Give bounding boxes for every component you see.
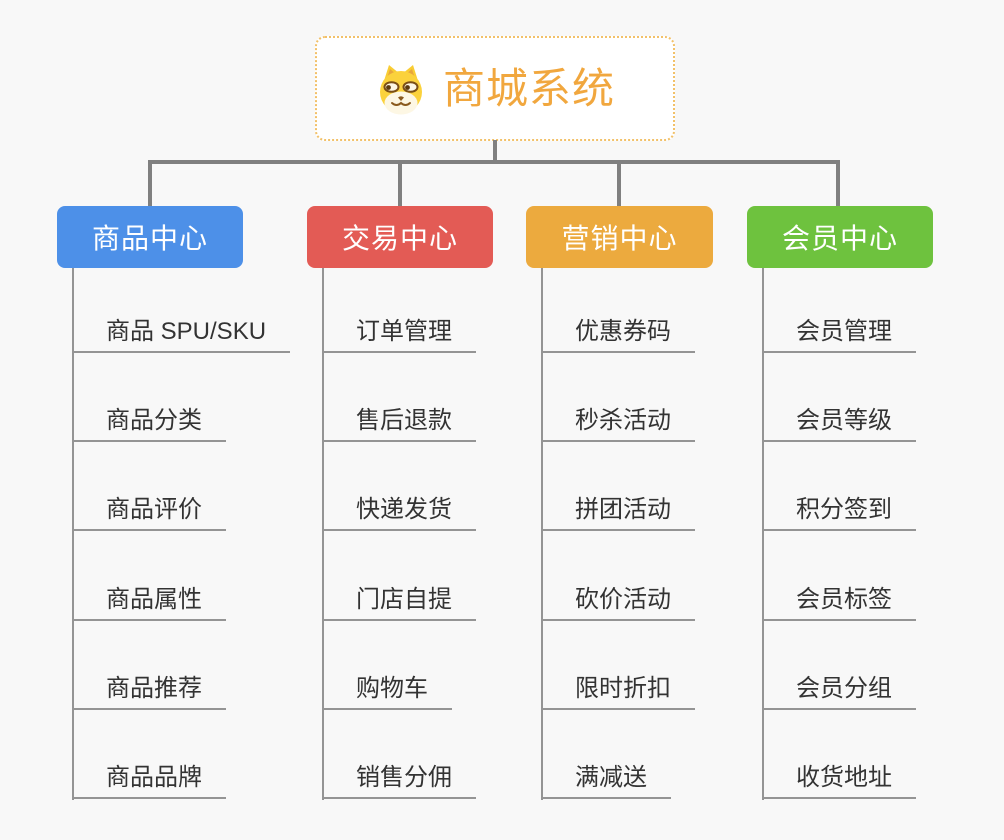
leaf-node[interactable]: 限时折扣 <box>541 660 695 710</box>
branch-node-product-center[interactable]: 商品中心 <box>57 206 243 268</box>
leaf-node[interactable]: 门店自提 <box>322 571 476 621</box>
connector-drop-product <box>148 160 152 207</box>
leaf-node[interactable]: 会员标签 <box>762 571 916 621</box>
leaf-node[interactable]: 销售分佣 <box>322 749 476 799</box>
spine-marketing-center <box>541 268 543 800</box>
branch-node-member-center[interactable]: 会员中心 <box>747 206 933 268</box>
leaf-node[interactable]: 会员等级 <box>762 392 916 442</box>
connector-root-vertical <box>493 140 497 161</box>
leaf-node[interactable]: 商品推荐 <box>72 660 226 710</box>
leaf-node[interactable]: 收货地址 <box>762 749 916 799</box>
leaf-node[interactable]: 购物车 <box>322 660 452 710</box>
root-title: 商城系统 <box>442 64 615 112</box>
leaf-node[interactable]: 商品 SPU/SKU <box>72 303 291 353</box>
spine-product-center <box>72 268 74 800</box>
leaf-node[interactable]: 售后退款 <box>322 392 476 442</box>
leaf-node[interactable]: 商品评价 <box>72 481 226 531</box>
connector-drop-marketing <box>617 160 621 207</box>
dog-face-icon <box>379 64 422 114</box>
branch-node-trade-center[interactable]: 交易中心 <box>307 206 493 268</box>
leaf-node[interactable]: 拼团活动 <box>541 481 695 531</box>
leaf-node[interactable]: 满减送 <box>541 749 671 799</box>
leaf-node[interactable]: 订单管理 <box>322 303 476 353</box>
leaf-node[interactable]: 会员管理 <box>762 303 916 353</box>
branch-node-marketing-center[interactable]: 营销中心 <box>526 206 713 268</box>
connector-trunk-horizontal <box>148 160 840 164</box>
connector-drop-member <box>836 160 840 207</box>
leaf-node[interactable]: 商品分类 <box>72 392 226 442</box>
leaf-node[interactable]: 商品属性 <box>72 571 226 621</box>
spine-trade-center <box>322 268 324 800</box>
leaf-node[interactable]: 商品品牌 <box>72 749 226 799</box>
leaf-node[interactable]: 积分签到 <box>762 481 916 531</box>
leaf-node[interactable]: 秒杀活动 <box>541 392 695 442</box>
root-node-mall-system[interactable]: 商城系统 <box>315 36 675 141</box>
connector-drop-trade <box>398 160 402 207</box>
leaf-node[interactable]: 会员分组 <box>762 660 916 710</box>
leaf-node[interactable]: 快递发货 <box>322 481 476 531</box>
spine-member-center <box>762 268 764 800</box>
leaf-node[interactable]: 优惠券码 <box>541 303 695 353</box>
leaf-node[interactable]: 砍价活动 <box>541 571 695 621</box>
